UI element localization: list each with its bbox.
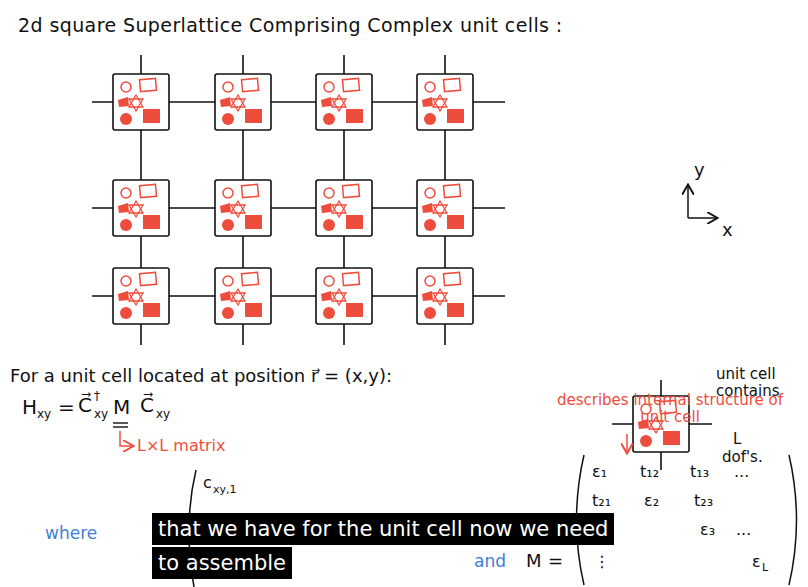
unit-cell (113, 180, 169, 236)
red-pointer (626, 434, 628, 452)
matrix-underline (113, 423, 128, 427)
unit-cell-grid (113, 74, 473, 324)
handwritten-label: C⃗ (140, 394, 154, 417)
unit-cell (417, 180, 473, 236)
handwritten-label: xy (94, 408, 108, 422)
heading: 2d square Superlattice Comprising Comple… (18, 14, 563, 36)
unit-cell (113, 268, 169, 324)
handwritten-label: xy (37, 408, 51, 422)
handwritten-label: ... (736, 521, 751, 539)
subtitle-text: that we have for the unit cell now we ne… (152, 513, 614, 579)
unit-cell (316, 74, 372, 130)
unit-cell (113, 74, 169, 130)
handwritten-label: ε (752, 553, 761, 571)
handwritten-label: t₂₁ (592, 492, 611, 510)
handwritten-label: = (548, 551, 563, 572)
unit-cell (215, 74, 271, 130)
handwritten-label: L (762, 562, 768, 575)
handwritten-label: M (113, 396, 130, 419)
unit-cell (316, 268, 372, 324)
handwritten-label: M (526, 551, 542, 572)
handwritten-label: C⃗ (78, 394, 92, 417)
unit-cell (215, 268, 271, 324)
handwritten-label: describes internal structure of unit cel… (545, 392, 795, 427)
handwritten-label: and (474, 552, 506, 572)
handwritten-label: † (94, 390, 100, 404)
handwritten-label: t₂₃ (694, 492, 713, 510)
handwritten-label: L×L matrix (137, 437, 225, 455)
axes (688, 186, 716, 218)
unit-cell (316, 180, 372, 236)
handwritten-label: L (733, 431, 741, 448)
handwritten-label: ... (734, 463, 749, 481)
handwritten-label: = (58, 396, 75, 419)
handwritten-label: x (722, 220, 733, 241)
handwritten-label: where (45, 524, 97, 544)
handwritten-label: xy,1 (213, 484, 237, 497)
lattice-bonds (92, 55, 505, 345)
unit-cell (417, 74, 473, 130)
unit-cell (215, 180, 271, 236)
handwritten-label: t₁₂ (640, 463, 659, 481)
unit-cell (417, 268, 473, 324)
red-pointer (120, 431, 132, 446)
handwritten-label: xy (156, 408, 170, 422)
handwritten-label: y (694, 160, 705, 181)
handwritten-label: ε₃ (700, 521, 715, 539)
handwritten-label: For a unit cell located at position r⃗ =… (10, 366, 392, 387)
handwritten-label: H (22, 396, 37, 419)
handwritten-label: t₁₃ (690, 463, 709, 481)
handwritten-label: c (203, 474, 212, 492)
handwritten-label: ε₁ (592, 463, 607, 481)
video-subtitle: that we have for the unit cell now we ne… (152, 512, 622, 580)
handwritten-label: ⋮ (594, 553, 610, 571)
matrix-bracket (789, 455, 797, 585)
handwritten-label: ε₂ (644, 492, 659, 510)
